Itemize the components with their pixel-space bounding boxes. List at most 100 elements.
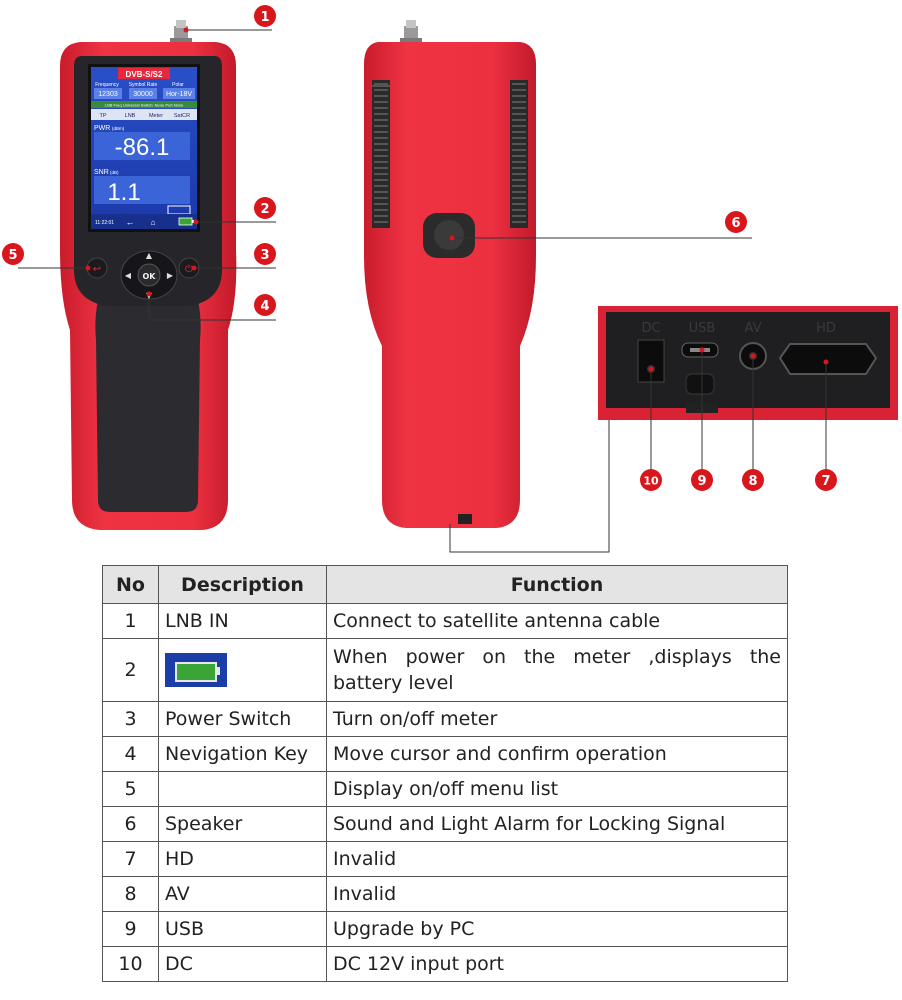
callout-10: 10 bbox=[640, 469, 662, 491]
row-description: Nevigation Key bbox=[158, 736, 327, 772]
row-function: Display on/off menu list bbox=[326, 771, 788, 807]
svg-text:9: 9 bbox=[697, 474, 706, 489]
back-red-housing bbox=[364, 42, 536, 528]
row-no: 6 bbox=[102, 806, 159, 842]
row-no: 9 bbox=[102, 911, 159, 947]
svg-text:6: 6 bbox=[731, 216, 740, 231]
svg-text:3: 3 bbox=[260, 248, 269, 263]
table-row: 6 Speaker Sound and Light Alarm for Lock… bbox=[102, 806, 788, 842]
screen-snr-value: 1.1 bbox=[107, 179, 140, 206]
callout-1: 1 bbox=[254, 5, 276, 27]
svg-text:5: 5 bbox=[8, 248, 17, 263]
screen-frequency-label: Frequency bbox=[95, 82, 119, 88]
row-description bbox=[158, 638, 327, 702]
callout-2: 2 bbox=[254, 197, 276, 219]
nav-right-icon[interactable]: ▶ bbox=[167, 271, 174, 280]
speaker-grille bbox=[423, 213, 475, 258]
screen-tab-meter: Meter bbox=[149, 113, 163, 119]
row-function: Connect to satellite antenna cable bbox=[326, 603, 788, 639]
power-icon: ⏻ bbox=[185, 264, 193, 275]
row-no: 3 bbox=[102, 701, 159, 737]
row-function: Invalid bbox=[326, 841, 788, 877]
table-row: 10 DC DC 12V input port bbox=[102, 946, 788, 982]
row-function: Turn on/off meter bbox=[326, 701, 788, 737]
screen-symbol-rate-label: Symbol Rate bbox=[129, 82, 158, 88]
callout-7: 7 bbox=[815, 469, 837, 491]
svg-text:1: 1 bbox=[260, 10, 269, 25]
svg-text:10: 10 bbox=[643, 475, 659, 488]
row-no: 8 bbox=[102, 876, 159, 912]
port-label-dc: DC bbox=[641, 321, 660, 336]
ports-inset: DC USB AV HD bbox=[598, 306, 898, 420]
row-no: 2 bbox=[102, 638, 159, 702]
row-function: Upgrade by PC bbox=[326, 911, 788, 947]
table-row: 2 When power on the meter ,displays the … bbox=[102, 638, 788, 702]
port-label-hd: HD bbox=[816, 321, 836, 336]
row-description: HD bbox=[158, 841, 327, 877]
screen-tab-tp: TP bbox=[99, 113, 106, 119]
callout-6: 6 bbox=[725, 211, 747, 233]
spec-table: No Description Function 1 LNB IN Connect… bbox=[102, 565, 788, 982]
front-view: DVB-S/S2 Frequency Symbol Rate Polar 123… bbox=[60, 20, 237, 530]
row-no: 1 bbox=[102, 603, 159, 639]
header-no: No bbox=[102, 565, 159, 604]
row-description: USB bbox=[158, 911, 327, 947]
svg-text:8: 8 bbox=[748, 474, 757, 489]
screen-snr-unit: (dB) bbox=[110, 170, 119, 175]
header-function: Function bbox=[326, 565, 788, 604]
row-description: Power Switch bbox=[158, 701, 327, 737]
row-description: AV bbox=[158, 876, 327, 912]
screen-home-icon: ⌂ bbox=[151, 218, 156, 227]
device-screen: DVB-S/S2 Frequency Symbol Rate Polar 123… bbox=[88, 64, 200, 232]
callout-3: 3 bbox=[254, 243, 276, 265]
back-port-opening bbox=[458, 514, 472, 524]
row-no: 5 bbox=[102, 771, 159, 807]
return-icon: ↩ bbox=[93, 264, 101, 275]
battery-icon bbox=[165, 653, 227, 687]
svg-text:4: 4 bbox=[260, 299, 269, 314]
screen-tab-lnb: LNB bbox=[125, 113, 136, 119]
ok-button[interactable] bbox=[137, 263, 161, 287]
table-row: 9 USB Upgrade by PC bbox=[102, 911, 788, 947]
svg-text:2: 2 bbox=[260, 202, 269, 217]
screen-pwr-value: -86.1 bbox=[115, 134, 170, 161]
screen-frequency-value: 12303 bbox=[98, 91, 118, 98]
screen-info-strip: LNB Freq Universal Switch: None Port Non… bbox=[105, 103, 184, 108]
row-function: Move cursor and confirm operation bbox=[326, 736, 788, 772]
row-description: Speaker bbox=[158, 806, 327, 842]
header-description: Description bbox=[158, 565, 327, 604]
table-row: 5 Display on/off menu list bbox=[102, 771, 788, 807]
row-no: 4 bbox=[102, 736, 159, 772]
screen-tab-satcr: SatCR bbox=[174, 113, 190, 119]
table-row: 8 AV Invalid bbox=[102, 876, 788, 912]
screen-snr-label: SNR bbox=[94, 169, 109, 176]
row-description bbox=[158, 771, 327, 807]
vent-slats bbox=[374, 83, 526, 223]
screen-polar-label: Polar bbox=[172, 82, 184, 88]
screen-pwr-unit: (dBm) bbox=[112, 126, 125, 131]
nav-left-icon[interactable]: ◀ bbox=[125, 271, 132, 280]
front-black-grip bbox=[95, 300, 201, 512]
callout-9: 9 bbox=[691, 469, 713, 491]
callout-dots bbox=[85, 27, 829, 372]
row-function: DC 12V input port bbox=[326, 946, 788, 982]
screen-symbol-rate-value: 30000 bbox=[133, 91, 153, 98]
nav-up-icon[interactable]: ▲ bbox=[146, 251, 153, 260]
lnb-connector bbox=[170, 20, 192, 44]
callout-lines bbox=[18, 29, 827, 553]
row-description: DC bbox=[158, 946, 327, 982]
back-lnb-connector bbox=[400, 20, 422, 44]
screen-back-arrow-icon: ← bbox=[126, 217, 135, 227]
device-diagram: DVB-S/S2 Frequency Symbol Rate Polar 123… bbox=[2, 5, 898, 553]
back-view bbox=[364, 20, 536, 528]
screen-battery-icon bbox=[178, 217, 194, 226]
table-header-row: No Description Function bbox=[102, 565, 788, 604]
table-row: 3 Power Switch Turn on/off meter bbox=[102, 701, 788, 737]
row-no: 7 bbox=[102, 841, 159, 877]
row-no: 10 bbox=[102, 946, 159, 982]
table-row: 4 Nevigation Key Move cursor and confirm… bbox=[102, 736, 788, 772]
screen-polar-value: Hor-18V bbox=[166, 91, 192, 98]
row-function: Invalid bbox=[326, 876, 788, 912]
callout-4: 4 bbox=[254, 294, 276, 316]
callout-8: 8 bbox=[742, 469, 764, 491]
